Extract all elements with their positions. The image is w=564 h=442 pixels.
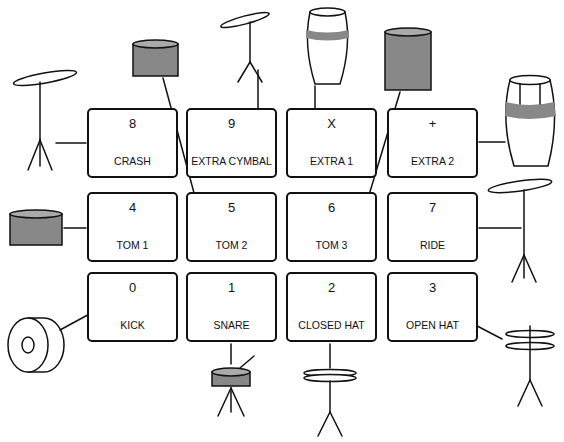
tom-drum	[64, 227, 86, 229]
crash-cymbal	[40, 140, 52, 170]
ride-cymbal	[479, 227, 521, 229]
tom-drum	[133, 44, 178, 76]
pad-number: 5	[228, 201, 235, 215]
drum-pad: 2CLOSED HAT	[286, 272, 377, 342]
tom-drum	[10, 210, 62, 218]
pad-label: EXTRA 2	[411, 156, 454, 168]
conga-drum	[307, 12, 347, 84]
pad-label: KICK	[120, 320, 145, 332]
pad-label: SNARE	[213, 320, 249, 332]
conga-drum	[506, 80, 555, 166]
tom-drum	[133, 40, 178, 48]
conga-drum	[479, 141, 505, 143]
pad-label: CLOSED HAT	[298, 320, 364, 332]
pad-number: 3	[429, 281, 436, 295]
pad-label: RIDE	[420, 240, 445, 252]
conga-drum	[519, 84, 521, 104]
crash-cymbal	[13, 68, 86, 170]
pad-label: EXTRA 1	[310, 156, 353, 168]
ride-cymbal	[512, 255, 524, 282]
extra-cymbal	[238, 62, 250, 82]
pad-number: 6	[328, 201, 335, 215]
pad-number: 0	[129, 281, 136, 295]
drum-pad: + EXTRA 2	[387, 108, 478, 178]
pad-number: 4	[129, 201, 136, 215]
drum-pad: 1SNARE	[186, 272, 277, 342]
closed-hihat	[329, 344, 331, 368]
conga-drum	[539, 84, 541, 104]
conga-drum	[306, 30, 349, 41]
snare-drum	[230, 388, 232, 412]
pad-label: TOM 2	[216, 240, 248, 252]
drum-pad: 3OPEN HAT	[387, 272, 478, 342]
extra-cymbal	[220, 10, 270, 31]
ride-cymbal	[488, 177, 553, 196]
ride-cymbal	[479, 177, 552, 282]
drum-pad: 9EXTRA CYMBAL	[186, 108, 277, 178]
pad-number: +	[429, 117, 437, 131]
snare-drum	[212, 368, 250, 376]
conga-drum	[310, 8, 345, 16]
closed-hihat	[330, 412, 342, 436]
extra-cymbal	[220, 10, 270, 120]
kick-drum	[22, 337, 34, 353]
snare-drum	[231, 388, 244, 416]
pad-label: EXTRA CYMBAL	[191, 156, 272, 168]
crash-cymbal	[39, 140, 41, 166]
pad-number: 2	[328, 281, 335, 295]
closed-hihat	[304, 344, 356, 436]
crash-cymbal	[28, 140, 40, 170]
kick-drum	[8, 311, 95, 372]
drum-pad: 6TOM 3	[286, 192, 377, 262]
ride-cymbal	[524, 255, 536, 282]
pad-number: 9	[228, 117, 235, 131]
ride-cymbal	[523, 190, 525, 255]
ride-cymbal	[523, 255, 525, 278]
conga-drum	[510, 76, 550, 85]
crash-cymbal	[39, 82, 41, 140]
tom-drum	[385, 28, 431, 36]
pad-label: TOM 3	[316, 240, 348, 252]
closed-hihat	[329, 381, 331, 412]
pad-number: 8	[129, 117, 136, 131]
crash-cymbal	[56, 142, 86, 144]
open-hihat	[530, 380, 542, 406]
snare-drum	[218, 388, 231, 416]
pad-number: X	[327, 117, 336, 131]
open-hihat	[529, 326, 531, 380]
extra-cymbal	[250, 62, 262, 82]
pad-number: 7	[429, 201, 436, 215]
tom-drum	[385, 32, 431, 90]
drum-pad: 8CRASH	[87, 108, 178, 178]
snare-drum	[212, 344, 254, 416]
drum-pad: X EXTRA 1	[286, 108, 377, 178]
conga-drum	[505, 102, 556, 119]
closed-hihat	[318, 412, 330, 436]
drum-pad: 5TOM 2	[186, 192, 277, 262]
pad-label: CRASH	[114, 156, 151, 168]
pad-label: TOM 1	[117, 240, 149, 252]
conga-drum	[306, 8, 349, 120]
open-hihat	[518, 380, 530, 406]
extra-cymbal	[249, 22, 251, 62]
tom-drum	[10, 210, 86, 245]
pad-number: 1	[228, 281, 235, 295]
kick-drum	[8, 318, 48, 372]
drum-pad: 7RIDE	[387, 192, 478, 262]
drum-pad: 0KICK	[87, 272, 178, 342]
crash-cymbal	[13, 68, 78, 89]
pad-label: OPEN HAT	[406, 320, 459, 332]
conga-drum	[479, 76, 556, 167]
drum-pad: 4TOM 1	[87, 192, 178, 262]
snare-drum	[240, 356, 254, 368]
snare-drum	[230, 344, 232, 364]
